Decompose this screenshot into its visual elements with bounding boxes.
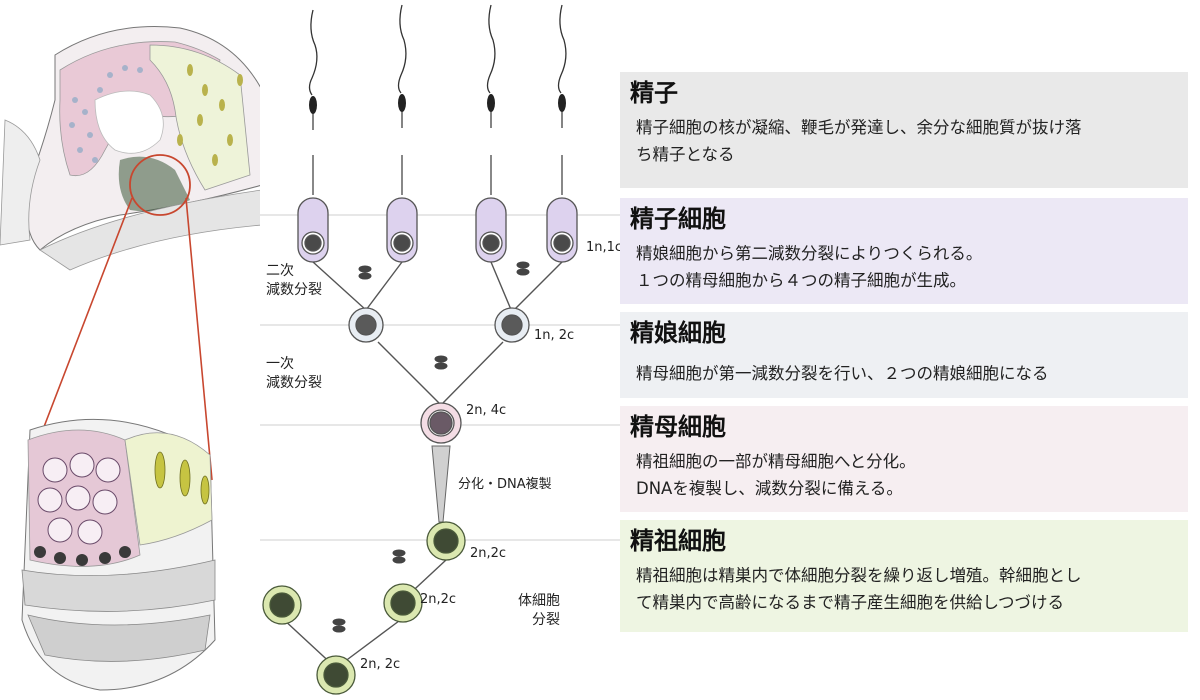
panel-body: 精母細胞が第一減数分裂を行い、２つの精娘細胞になる bbox=[630, 354, 1178, 387]
panel-title: 精娘細胞 bbox=[630, 319, 726, 347]
meiosis1-label-line2: 減数分裂 bbox=[266, 375, 322, 391]
sperm-group bbox=[308, 4, 567, 130]
sperm bbox=[308, 9, 318, 130]
panel-body: 精娘細胞から第二減数分裂によりつくられる。 １つの精母細胞から４つの精子細胞が生… bbox=[630, 240, 1178, 294]
meiosis2-label-line1: 二次 bbox=[266, 263, 294, 279]
spermatid-ploidy-label: 1n,1c bbox=[586, 240, 623, 255]
mitosis-label-line1: 体細胞 bbox=[518, 593, 560, 609]
panel-title: 精子 bbox=[630, 79, 678, 107]
panel-sperm: 精子 精子細胞の核が凝縮、鞭毛が発達し、余分な細胞質が抜け落 ち精子となる bbox=[620, 72, 1188, 188]
secondary-spermatocyte bbox=[348, 307, 384, 343]
panel-line: 精娘細胞から第二減数分裂によりつくられる。 bbox=[636, 244, 983, 263]
secondary-spermatocyte bbox=[494, 307, 530, 343]
meiosis2-label: 二次 減数分裂 bbox=[266, 262, 322, 300]
spermatogonia-a-label: 2n,2c bbox=[470, 546, 507, 561]
secondary-ploidy-label: 1n, 2c bbox=[534, 328, 575, 343]
meiosis2-label-line2: 減数分裂 bbox=[266, 282, 322, 298]
meiosis1-label: 一次 減数分裂 bbox=[266, 355, 322, 393]
panel-line: 精祖細胞の一部が精母細胞へと分化。 bbox=[636, 452, 916, 471]
sperm bbox=[397, 4, 407, 128]
spermatogonium bbox=[383, 583, 423, 623]
panel-line: ち精子となる bbox=[636, 145, 735, 164]
secondary-spermatocyte-group bbox=[348, 307, 530, 343]
callout-line-left bbox=[31, 197, 133, 459]
panel-body: 精子細胞の核が凝縮、鞭毛が発達し、余分な細胞質が抜け落 ち精子となる bbox=[630, 114, 1178, 168]
magnified-view bbox=[21, 418, 216, 691]
mitosis-label-line2: 分裂 bbox=[532, 612, 560, 628]
panel-title: 精祖細胞 bbox=[630, 527, 726, 555]
spermatogonia-b-label: 2n,2c bbox=[420, 592, 457, 607]
spermatid-group bbox=[297, 197, 578, 263]
spermatid bbox=[297, 197, 329, 263]
panel-body: 精祖細胞は精巣内で体細胞分裂を繰り返し増殖。幹細胞とし て精巣内で高齢になるまで… bbox=[630, 562, 1178, 616]
sperm bbox=[486, 4, 496, 128]
spermatogonia-group bbox=[262, 521, 466, 695]
tubule-cross-section bbox=[0, 26, 260, 271]
spermatogonium bbox=[316, 655, 356, 695]
panel-title: 精母細胞 bbox=[630, 413, 726, 441]
panel-spermatid: 精子細胞 精娘細胞から第二減数分裂によりつくられる。 １つの精母細胞から４つの精… bbox=[620, 198, 1188, 304]
panel-secondary-spermatocyte: 精娘細胞 精母細胞が第一減数分裂を行い、２つの精娘細胞になる bbox=[620, 312, 1188, 398]
panel-line: 精母細胞が第一減数分裂を行い、２つの精娘細胞になる bbox=[636, 364, 1049, 383]
meiosis1-label-line1: 一次 bbox=[266, 356, 294, 372]
primary-ploidy-label: 2n, 4c bbox=[466, 403, 507, 418]
panel-line: 精子細胞の核が凝縮、鞭毛が発達し、余分な細胞質が抜け落 bbox=[636, 118, 1082, 137]
spermatogonia-c-label: 2n, 2c bbox=[360, 657, 401, 672]
sperm bbox=[557, 4, 567, 128]
spermatid bbox=[475, 197, 507, 263]
panel-spermatogonia: 精祖細胞 精祖細胞は精巣内で体細胞分裂を繰り返し増殖。幹細胞とし て精巣内で高齢… bbox=[620, 520, 1188, 632]
panel-line: て精巣内で高齢になるまで精子産生細胞を供給しつづける bbox=[636, 593, 1065, 612]
spermatid bbox=[546, 197, 578, 263]
histology-illustration bbox=[0, 26, 260, 691]
differentiation-cone bbox=[431, 445, 451, 523]
differentiation-label: 分化・DNA複製 bbox=[458, 477, 552, 492]
panel-line: 精祖細胞は精巣内で体細胞分裂を繰り返し増殖。幹細胞とし bbox=[636, 566, 1082, 585]
panel-body: 精祖細胞の一部が精母細胞へと分化。 DNAを複製し、減数分裂に備える。 bbox=[630, 448, 1178, 502]
primary-spermatocyte bbox=[420, 402, 462, 444]
magnify-circle bbox=[129, 154, 191, 216]
panel-line: DNAを複製し、減数分裂に備える。 bbox=[636, 479, 903, 498]
callout-line-right bbox=[185, 197, 213, 481]
spermatid bbox=[386, 197, 418, 263]
panel-title: 精子細胞 bbox=[630, 205, 726, 233]
mitotic-figures bbox=[332, 261, 530, 633]
panel-line: １つの精母細胞から４つの精子細胞が生成。 bbox=[636, 271, 966, 290]
spermatogonium bbox=[426, 521, 466, 561]
spermatogenesis-diagram bbox=[260, 4, 620, 695]
panel-primary-spermatocyte: 精母細胞 精祖細胞の一部が精母細胞へと分化。 DNAを複製し、減数分裂に備える。 bbox=[620, 406, 1188, 512]
spermatogonium bbox=[262, 585, 302, 625]
mitosis-label: 体細胞 分裂 bbox=[518, 592, 560, 630]
